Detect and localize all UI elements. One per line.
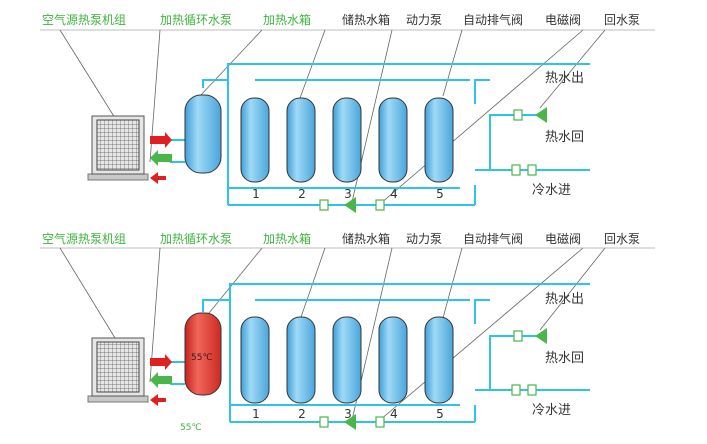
top-red-arrow-1 bbox=[150, 132, 172, 148]
top-cold-in: 冷水进 bbox=[532, 183, 571, 198]
bottom-label-air-valve: 自动排气阀 bbox=[463, 231, 523, 246]
bottom-tank-number: 3 bbox=[344, 407, 352, 421]
bottom-red-arrow-1 bbox=[150, 354, 172, 370]
bottom-heat-pump bbox=[87, 337, 149, 403]
top-red-arrow-2 bbox=[150, 172, 166, 184]
bottom-label-power-pump: 动力泵 bbox=[406, 232, 442, 246]
bottom-storage-tanks bbox=[240, 316, 454, 404]
bottom-storage-tank bbox=[332, 316, 362, 404]
top-power-pump-icon bbox=[344, 197, 356, 213]
top-tank-number: 2 bbox=[298, 187, 306, 201]
top-label-heat-tank: 加热水箱 bbox=[263, 12, 311, 27]
bottom-storage-tank bbox=[424, 316, 454, 404]
top-valves bbox=[319, 109, 537, 211]
bottom-tank-number: 5 bbox=[436, 407, 444, 421]
top-storage-tank bbox=[286, 97, 316, 183]
bottom-diagram: 空气源热泵机组 加热循环水泵 加热水箱 储热水箱 动力泵 自动排气阀 电磁阀 回… bbox=[40, 231, 655, 433]
bottom-return-pump-icon bbox=[535, 328, 547, 344]
top-storage-tank bbox=[240, 97, 270, 183]
top-label-air-valve: 自动排气阀 bbox=[463, 12, 523, 27]
bottom-storage-tank bbox=[240, 316, 270, 404]
top-heat-tank bbox=[184, 94, 222, 174]
top-label-circ-pump: 加热循环水泵 bbox=[160, 13, 232, 27]
top-storage-tank bbox=[332, 97, 362, 183]
bottom-tank-temp: 55℃ bbox=[191, 353, 213, 363]
top-tank-number: 1 bbox=[252, 187, 260, 201]
top-tank-number: 3 bbox=[344, 187, 352, 201]
top-green-arrow bbox=[150, 150, 172, 166]
bottom-pipes bbox=[170, 283, 590, 423]
top-heat-pump bbox=[87, 115, 149, 181]
top-storage-tank bbox=[378, 97, 408, 183]
bottom-label-heat-pump: 空气源热泵机组 bbox=[42, 231, 126, 246]
top-storage-tank bbox=[424, 97, 454, 183]
bottom-label-solenoid: 电磁阀 bbox=[545, 231, 581, 246]
top-tank-number: 4 bbox=[390, 187, 398, 201]
bottom-red-arrow-2 bbox=[150, 394, 166, 406]
top-label-storage: 储热水箱 bbox=[342, 12, 390, 27]
bottom-label-storage: 储热水箱 bbox=[342, 231, 390, 246]
bottom-green-arrow bbox=[150, 372, 172, 388]
bottom-valves bbox=[319, 330, 537, 428]
bottom-storage-tank bbox=[378, 316, 408, 404]
top-label-return-pump: 回水泵 bbox=[604, 13, 640, 27]
top-label-power-pump: 动力泵 bbox=[406, 13, 442, 27]
bottom-power-pump-icon bbox=[344, 414, 356, 430]
top-label-solenoid: 电磁阀 bbox=[545, 12, 581, 27]
bottom-heat-tank-hot bbox=[184, 312, 222, 396]
bottom-label-circ-pump: 加热循环水泵 bbox=[160, 232, 232, 246]
bottom-tank-number: 1 bbox=[252, 407, 260, 421]
top-hot-return: 热水回 bbox=[545, 130, 584, 145]
top-hot-out: 热水出 bbox=[545, 71, 584, 86]
bottom-temp-below: 55℃ bbox=[180, 423, 202, 433]
bottom-label-heat-tank: 加热水箱 bbox=[263, 231, 311, 246]
bottom-hot-out: 热水出 bbox=[545, 292, 584, 307]
bottom-tank-number: 2 bbox=[298, 407, 306, 421]
top-storage-tanks bbox=[240, 97, 454, 183]
top-return-pump-icon bbox=[535, 107, 547, 123]
top-diagram: 空气源热泵机组 加热循环水泵 加热水箱 储热水箱 动力泵 自动排气阀 电磁阀 回… bbox=[40, 12, 655, 213]
bottom-tank-number: 4 bbox=[390, 407, 398, 421]
bottom-storage-tank bbox=[286, 316, 316, 404]
bottom-cold-in: 冷水进 bbox=[532, 403, 571, 418]
top-tank-number: 5 bbox=[436, 187, 444, 201]
bottom-hot-return: 热水回 bbox=[545, 351, 584, 366]
bottom-label-return-pump: 回水泵 bbox=[604, 232, 640, 246]
top-label-heat-pump: 空气源热泵机组 bbox=[42, 12, 126, 27]
